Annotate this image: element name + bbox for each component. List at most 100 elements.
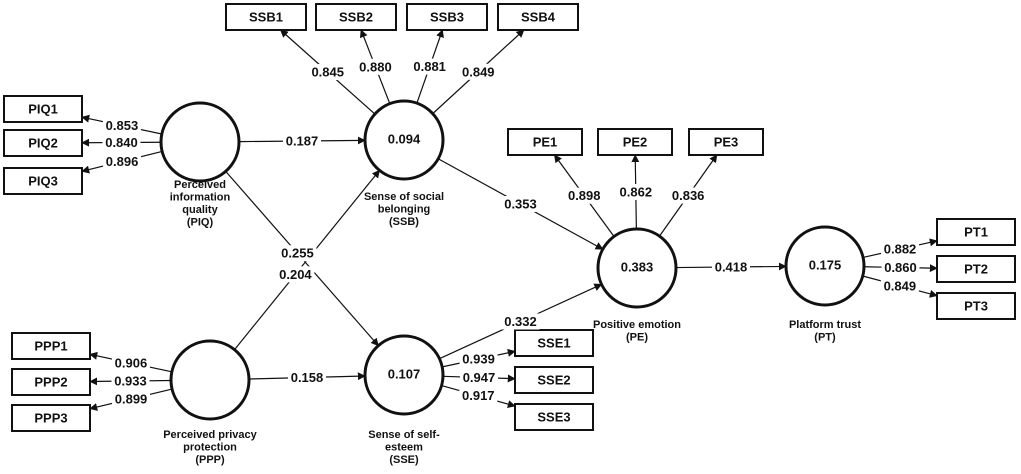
loading-label-ssb4: 0.849 <box>462 64 495 79</box>
loading-label-ssb1: 0.845 <box>311 64 344 79</box>
indicator-ssb2: SSB2 <box>315 3 397 31</box>
loading-label-pe1: 0.898 <box>568 188 601 203</box>
loading-label-ppp2: 0.933 <box>114 373 147 388</box>
loading-label-sse3: 0.917 <box>462 388 495 403</box>
indicator-box-pt3 <box>936 292 1016 320</box>
loading-label-piq3: 0.896 <box>106 154 139 169</box>
construct-piq <box>159 101 241 183</box>
indicator-pt1: PT1 <box>936 218 1016 246</box>
construct-name-ppp-line1: Perceived privacy <box>163 429 257 441</box>
indicator-box-ppp3 <box>11 404 91 432</box>
indicator-label-piq2: PIQ2 <box>28 135 58 150</box>
indicator-pe3: PE3 <box>688 128 764 156</box>
indicator-box-sse1 <box>514 329 594 357</box>
construct-name-pt-line1: Platform trust <box>789 319 861 331</box>
construct-sse: 0.107 <box>363 334 445 416</box>
indicator-label-ssb1: SSB1 <box>249 9 283 24</box>
loading-label-sse2-bg <box>459 369 498 386</box>
indicator-ssb4: SSB4 <box>497 3 579 31</box>
loading-label-pe2: 0.862 <box>620 184 653 199</box>
indicator-piq1: PIQ1 <box>3 95 83 123</box>
loading-label-piq1: 0.853 <box>106 118 139 133</box>
construct-name-piq-line2: information <box>170 192 231 204</box>
indicator-pt3: PT3 <box>936 292 1016 320</box>
indicator-box-pt1 <box>936 218 1016 246</box>
construct-name-ssb-line3: (SSB) <box>389 216 419 228</box>
loading-label-ssb1-bg <box>308 64 347 81</box>
loading-label-piq2-bg <box>102 134 141 151</box>
construct-name-ppp-line2: protection <box>183 442 237 454</box>
indicator-ssb3: SSB3 <box>406 3 488 31</box>
path-coef-ssb_pe-bg <box>501 196 540 212</box>
indicator-box-ssb3 <box>406 3 488 31</box>
indicator-box-ssb4 <box>497 3 579 31</box>
construct-ssb: 0.094 <box>363 99 445 181</box>
loading-label-sse2: 0.947 <box>463 370 496 385</box>
indicator-sse1: SSE1 <box>514 329 594 357</box>
indicator-label-pe1: PE1 <box>533 134 558 149</box>
indicator-ssb1: SSB1 <box>225 3 307 31</box>
path-coef-piq_sse: 0.255 <box>281 246 314 261</box>
indicator-label-pt2: PT2 <box>964 261 988 276</box>
loading-label-pe2-bg <box>616 184 655 201</box>
construct-pt: 0.175 <box>784 225 866 307</box>
loading-label-ssb3: 0.881 <box>413 59 446 74</box>
indicator-pe2: PE2 <box>597 128 673 156</box>
construct-circle-sse <box>363 334 445 416</box>
loading-label-ppp3-bg <box>112 390 151 407</box>
loading-label-sse3-bg <box>459 387 498 404</box>
construct-ppp <box>169 339 251 421</box>
indicator-label-sse3: SSE3 <box>537 409 570 424</box>
path-coef-ssb_pe: 0.353 <box>504 196 537 211</box>
loading-label-pe3-bg <box>669 187 708 204</box>
indicator-label-ssb2: SSB2 <box>339 9 373 24</box>
loading-label-ppp1: 0.906 <box>115 356 148 371</box>
path-coef-piq_ssb: 0.187 <box>286 133 319 148</box>
path-coef-ppp_ssb: 0.204 <box>279 267 312 282</box>
path-coef-sse_pe: 0.332 <box>504 314 537 329</box>
indicator-sse3: SSE3 <box>514 403 594 431</box>
construct-pe: 0.383 <box>596 227 678 309</box>
indicator-label-sse2: SSE2 <box>537 372 570 387</box>
indicator-pt2: PT2 <box>936 255 1016 283</box>
construct-name-ppp-line3: (PPP) <box>195 454 225 466</box>
loading-label-pt1: 0.882 <box>884 242 917 257</box>
indicator-label-pe2: PE2 <box>623 134 648 149</box>
construct-name-piq-line4: (PIQ) <box>187 217 214 229</box>
construct-name-sse-line3: (SSE) <box>389 454 419 466</box>
path-coef-sse_pe-bg <box>501 313 540 330</box>
construct-name-sse-line1: Sense of self- <box>368 429 440 441</box>
path-coef-ppp_sse: 0.158 <box>291 370 324 385</box>
loading-label-sse1-bg <box>459 351 498 368</box>
indicator-box-pt2 <box>936 255 1016 283</box>
construct-name-ssb-line1: Sense of social <box>364 191 444 203</box>
loading-label-pt2-bg <box>881 259 920 276</box>
loading-label-pt1-bg <box>881 241 920 258</box>
indicator-box-pe2 <box>597 128 673 156</box>
indicator-label-ppp2: PPP2 <box>34 374 67 389</box>
loading-label-pe3: 0.836 <box>672 188 705 203</box>
loading-label-piq3-bg <box>103 153 142 170</box>
construct-name-piq-line1: Perceived <box>174 179 226 191</box>
construct-name-ssb-line2: belonging <box>378 204 431 216</box>
indicator-piq2: PIQ2 <box>3 129 83 157</box>
loading-label-piq1-bg <box>102 117 141 134</box>
indicator-box-ppp1 <box>11 332 91 360</box>
loading-label-ssb2: 0.880 <box>359 59 392 74</box>
loading-label-ppp1-bg <box>111 355 150 372</box>
indicator-box-sse2 <box>514 366 594 394</box>
indicator-label-piq1: PIQ1 <box>28 101 58 116</box>
construct-name-pt-line2: (PT) <box>814 332 836 344</box>
loading-label-ppp3: 0.899 <box>115 391 148 406</box>
indicator-box-pe1 <box>507 128 583 156</box>
indicator-label-ppp1: PPP1 <box>34 338 67 353</box>
loading-label-ssb3-bg <box>410 58 449 75</box>
indicator-box-pe3 <box>688 128 764 156</box>
path-coef-ppp_ssb-bg <box>276 266 315 283</box>
construct-circle-piq <box>159 101 241 183</box>
construct-name-pe-line2: (PE) <box>626 332 648 344</box>
construct-name-sse-line2: esteem <box>385 442 423 454</box>
